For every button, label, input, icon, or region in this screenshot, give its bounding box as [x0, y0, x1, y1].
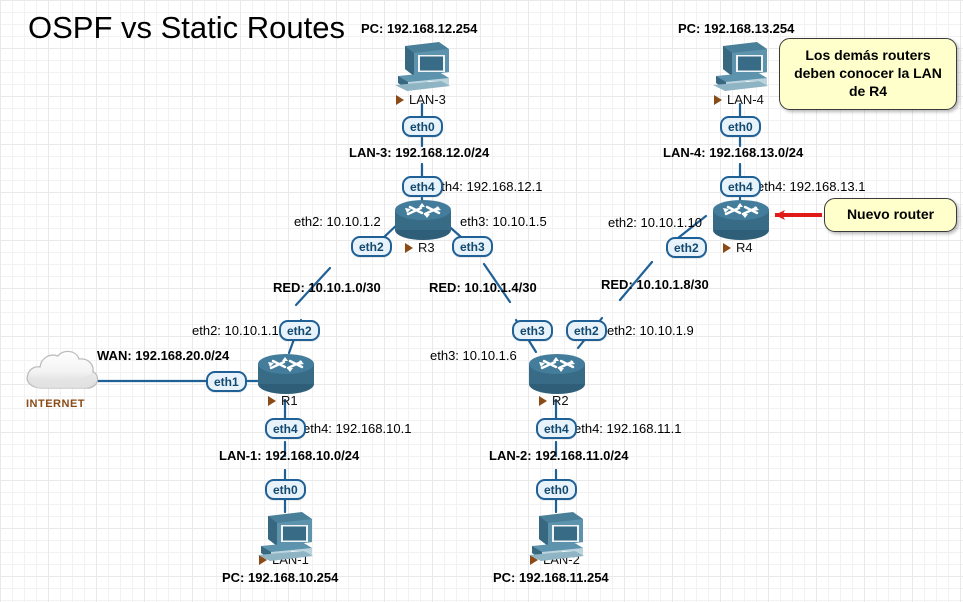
- ip-label-r3-eth2: eth2: 10.10.1.2: [294, 214, 381, 229]
- interface-badge-pc3-eth0[interactable]: eth0: [402, 116, 443, 137]
- network-label-lan1: LAN-1: 192.168.10.0/24: [219, 448, 360, 463]
- ip-label-r3-eth4: eth4: 192.168.12.1: [434, 179, 543, 194]
- interface-badge-r1-eth2[interactable]: eth2: [279, 320, 320, 341]
- network-label-red3: RED: 10.10.1.8/30: [601, 277, 709, 292]
- pc-label-lan4: LAN-4: [714, 92, 764, 107]
- internet-cloud-icon[interactable]: [22, 348, 102, 396]
- ip-label-r1-eth4: eth4: 192.168.10.1: [303, 421, 412, 436]
- interface-badge-r4-eth4[interactable]: eth4: [720, 176, 761, 197]
- interface-badge-r2-eth3[interactable]: eth3: [512, 320, 553, 341]
- router-label-r3: R3: [405, 240, 435, 255]
- router-label-r2: R2: [539, 393, 569, 408]
- interface-badge-r1-eth4[interactable]: eth4: [265, 418, 306, 439]
- pc-ip-lan3: PC: 192.168.12.254: [361, 21, 478, 36]
- router-icon-r2[interactable]: [528, 352, 586, 396]
- interface-badge-pc2-eth0[interactable]: eth0: [536, 479, 577, 500]
- interface-badge-pc1-eth0[interactable]: eth0: [265, 479, 306, 500]
- interface-badge-r4-eth2[interactable]: eth2: [666, 237, 707, 258]
- network-label-wan: WAN: 192.168.20.0/24: [97, 348, 230, 363]
- node-marker-icon: [530, 554, 538, 565]
- pc-label-lan3: LAN-3: [396, 92, 446, 107]
- node-marker-icon: [539, 395, 547, 406]
- interface-badge-r3-eth2[interactable]: eth2: [351, 236, 392, 257]
- ip-label-r2-eth4: eth4: 192.168.11.1: [574, 421, 682, 436]
- interface-badge-r3-eth3[interactable]: eth3: [452, 236, 493, 257]
- network-label-red1: RED: 10.10.1.0/30: [273, 280, 381, 295]
- page-title: OSPF vs Static Routes: [28, 10, 345, 45]
- ip-label-r4-eth4: eth4: 192.168.13.1: [757, 179, 866, 194]
- network-label-lan2: LAN-2: 192.168.11.0/24: [489, 448, 629, 463]
- ip-label-r4-eth2: eth2: 10.10.1.10: [608, 215, 702, 230]
- interface-badge-r1-eth1[interactable]: eth1: [206, 371, 247, 392]
- pc-icon-lan1[interactable]: [255, 508, 317, 566]
- ip-label-r2-eth3: eth3: 10.10.1.6: [430, 348, 517, 363]
- pc-icon-lan4[interactable]: [710, 38, 772, 96]
- node-marker-icon: [723, 242, 731, 253]
- pc-ip-lan2: PC: 192.168.11.254: [493, 570, 609, 585]
- node-marker-icon: [268, 395, 276, 406]
- network-label-red2: RED: 10.10.1.4/30: [429, 280, 537, 295]
- node-marker-icon: [259, 554, 267, 565]
- ip-label-r1-eth2: eth2: 10.10.1.1: [192, 323, 279, 338]
- network-label-lan4: LAN-4: 192.168.13.0/24: [663, 145, 804, 160]
- router-label-r4: R4: [723, 240, 753, 255]
- ip-label-r3-eth3: eth3: 10.10.1.5: [460, 214, 547, 229]
- pc-ip-lan4: PC: 192.168.13.254: [678, 21, 795, 36]
- node-marker-icon: [405, 242, 413, 253]
- interface-badge-r2-eth2[interactable]: eth2: [566, 320, 607, 341]
- callout-r4-lan-note: Los demás routers deben conocer la LAN d…: [779, 38, 957, 110]
- ip-label-r2-eth2: eth2: 10.10.1.9: [607, 323, 694, 338]
- internet-cloud-label: INTERNET: [26, 398, 85, 410]
- interface-badge-r3-eth4[interactable]: eth4: [402, 176, 443, 197]
- pc-icon-lan3[interactable]: [392, 38, 454, 96]
- callout-new-router-note: Nuevo router: [824, 198, 957, 232]
- interface-badge-r2-eth4[interactable]: eth4: [536, 418, 577, 439]
- pc-ip-lan1: PC: 192.168.10.254: [222, 570, 339, 585]
- router-label-r1: R1: [268, 393, 298, 408]
- network-label-lan3: LAN-3: 192.168.12.0/24: [349, 145, 490, 160]
- node-marker-icon: [396, 94, 404, 105]
- node-marker-icon: [714, 94, 722, 105]
- pc-icon-lan2[interactable]: [526, 508, 588, 566]
- router-icon-r4[interactable]: [712, 198, 770, 242]
- router-icon-r1[interactable]: [257, 352, 315, 396]
- interface-badge-pc4-eth0[interactable]: eth0: [720, 116, 761, 137]
- router-icon-r3[interactable]: [394, 198, 452, 242]
